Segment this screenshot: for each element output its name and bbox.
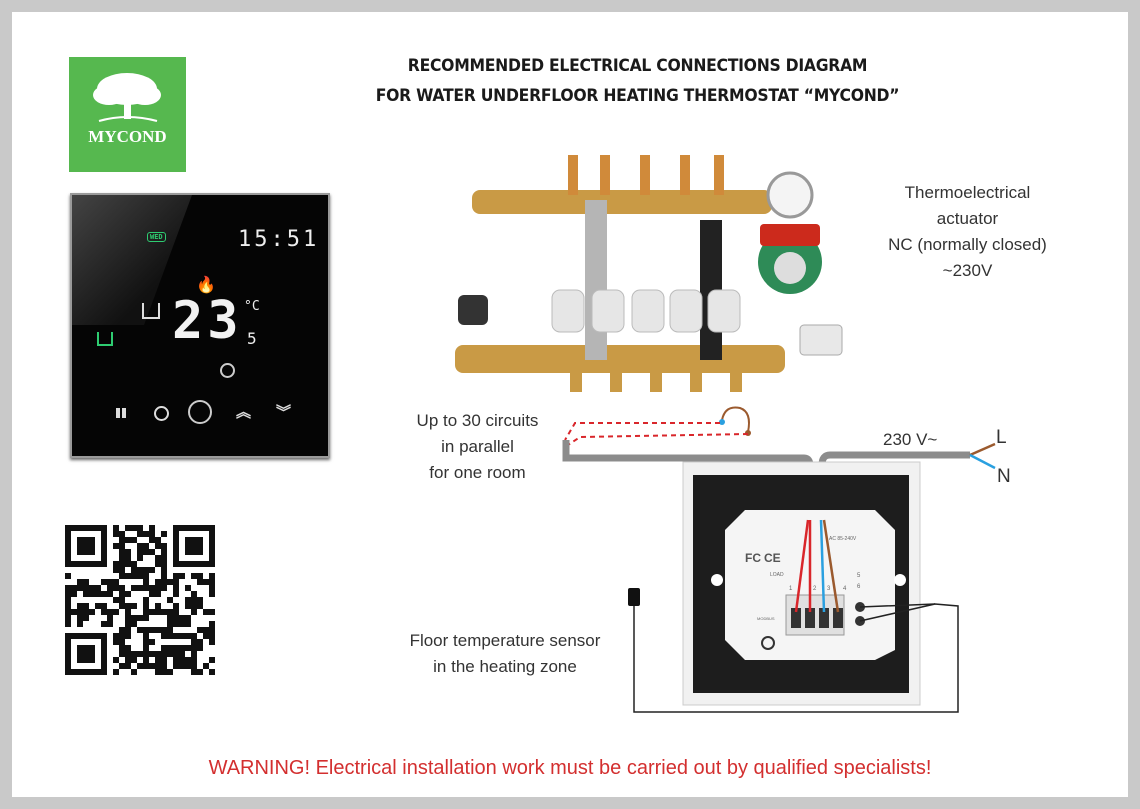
circuits-label-line: in parallel	[441, 437, 514, 456]
sensor-label-line: Floor temperature sensor	[409, 631, 601, 650]
terminal-4: 4	[843, 586, 847, 592]
terminal-1: 1	[789, 586, 793, 592]
warning-text: WARNING! Electrical installation work mu…	[208, 757, 932, 779]
live-label: L	[996, 427, 1007, 448]
qr-code[interactable]	[65, 525, 222, 675]
flame-icon: 🔥	[196, 277, 216, 294]
mycond-logo: MYCOND	[69, 57, 186, 172]
up-button[interactable]: ︽	[236, 404, 252, 421]
down-button[interactable]: ︾	[276, 404, 292, 421]
floor-sensor	[628, 588, 640, 606]
actuator-label: Thermoelectrical actuator NC (normally c…	[860, 180, 1075, 284]
terminal-2: 2	[813, 586, 817, 592]
title-line-2: FOR WATER UNDERFLOOR HEATING THERMOSTAT …	[375, 86, 900, 106]
actuator-label-line: actuator	[936, 209, 999, 228]
cert-fc: FC	[745, 551, 761, 565]
unit-label: °C	[244, 299, 260, 314]
cert-ce: CE	[764, 551, 781, 565]
actuator-label-line: NC (normally closed)	[888, 235, 1047, 254]
circuits-label-line: for one room	[429, 463, 526, 482]
terminal-3: 3	[827, 586, 831, 592]
neutral-label: N	[997, 466, 1011, 487]
logo-text: MYCOND	[88, 127, 167, 146]
actuator-wires	[564, 422, 749, 446]
sensor-label: Floor temperature sensor in the heating …	[380, 628, 630, 680]
thermostat-front-photo: WED 15:51 🔥 23 °C 5 ︽ ︾	[70, 193, 330, 458]
day-indicator: WED	[147, 232, 166, 242]
actuator-label-line: ~230V	[942, 261, 993, 280]
modbus-label: MODBUS	[757, 616, 775, 621]
voltage-label: AC 85-240V	[829, 536, 857, 542]
decimal-digit: 5	[247, 329, 257, 348]
sensor-wire	[633, 603, 959, 713]
power-button[interactable]	[188, 400, 212, 424]
terminal-6: 6	[857, 584, 861, 590]
menu-button[interactable]	[116, 408, 126, 418]
title-line-1: RECOMMENDED ELECTRICAL CONNECTIONS DIAGR…	[407, 56, 868, 76]
home-icon	[142, 303, 160, 319]
clock-display: 15:51	[238, 227, 320, 252]
load-label: LOAD	[770, 572, 784, 578]
power-label: 230 V~	[883, 430, 938, 449]
terminal-5: 5	[857, 573, 861, 579]
actuator-label-line: Thermoelectrical	[904, 183, 1031, 202]
temperature-display: 23	[172, 291, 243, 351]
sensor-label-line: in the heating zone	[433, 657, 577, 676]
thermostat-back-panel	[682, 461, 921, 706]
manifold-photo	[455, 155, 843, 392]
clock-icon	[220, 363, 235, 378]
circuits-label-line: Up to 30 circuits	[416, 411, 539, 430]
away-home-icon	[97, 332, 113, 346]
schedule-button[interactable]	[154, 406, 169, 421]
tree-icon	[93, 73, 161, 122]
circuits-label: Up to 30 circuits in parallel for one ro…	[380, 408, 575, 486]
